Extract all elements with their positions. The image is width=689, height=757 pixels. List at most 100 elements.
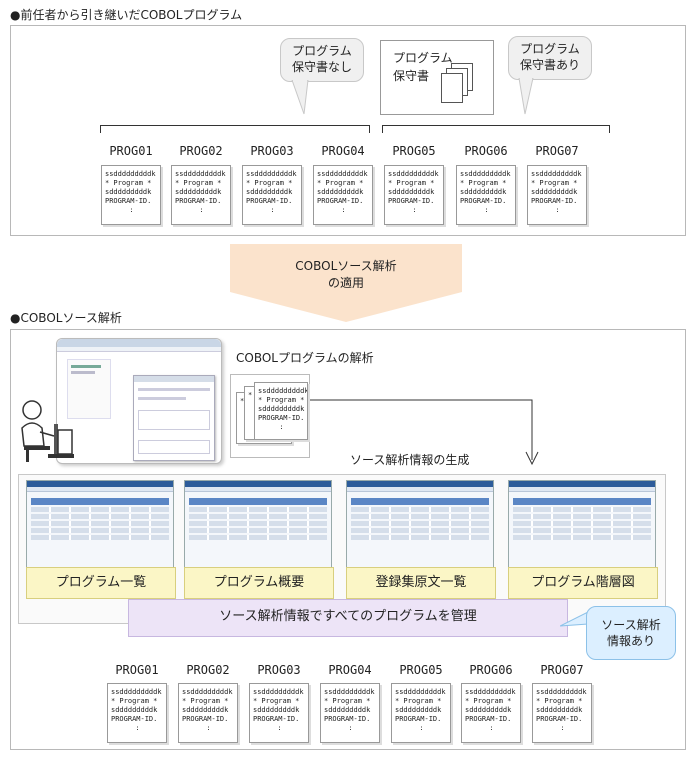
doc-line: ssdddddddddk — [175, 170, 226, 178]
program-label: PROG03 — [250, 144, 294, 158]
doc-line: sdddddddddk — [317, 188, 364, 196]
bracket-with-doc — [382, 125, 610, 133]
program-label: PROG02 — [179, 144, 223, 158]
doc-line: PROGRAM-ID. — [388, 197, 435, 205]
doc-line: sdddddddddk — [465, 706, 512, 714]
doc-line: PROGRAM-ID. — [395, 715, 442, 723]
doc-line: ssdddddddddk — [246, 170, 297, 178]
maintenance-doc-box: プログラム 保守書 — [380, 40, 494, 115]
doc-line: ssdddddddddk — [253, 688, 304, 696]
doc-line: ssdddddddddk — [317, 170, 368, 178]
doc-line: PROGRAM-ID. — [182, 715, 229, 723]
bubble-info-line2: 情報あり — [606, 634, 655, 648]
program-label: PROG07 — [540, 663, 584, 677]
doc-line: * Program * — [395, 697, 442, 705]
doc-line: * Program * — [175, 179, 222, 187]
bubble-with-maintenance-doc: プログラム 保守書あり — [508, 36, 592, 80]
doc-line: PROGRAM-ID. — [536, 715, 583, 723]
program-label: PROG01 — [115, 663, 159, 677]
doc-line: * Program * — [531, 179, 578, 187]
program-label: PROG05 — [399, 663, 443, 677]
bubble-with-doc-tail — [518, 78, 534, 115]
doc-line: ssdddddddddk — [395, 688, 446, 696]
program-label: PROG01 — [109, 144, 153, 158]
doc-line: PROGRAM-ID. — [465, 715, 512, 723]
screen-label: プログラム一覧 — [26, 567, 176, 599]
doc-line: ssdddddddddk — [388, 170, 439, 178]
doc-line: : — [348, 724, 353, 732]
doc-line: sdddddddddk — [395, 706, 442, 714]
doc-line: sdddddddddk — [246, 188, 293, 196]
doc-line: : — [489, 724, 494, 732]
doc-line: sdddddddddk — [111, 706, 158, 714]
bubble-with-doc-line1: プログラム — [520, 42, 580, 56]
generate-connector-arrow — [310, 399, 539, 466]
apply-arrow-line1: COBOLソース解析 — [295, 259, 397, 273]
doc-line: : — [412, 206, 417, 214]
analysis-tool-window — [56, 338, 222, 464]
doc-line: * Program * — [317, 179, 364, 187]
program-label: PROG07 — [535, 144, 579, 158]
doc-line: * Program * — [536, 697, 583, 705]
doc-line: * Program * — [258, 396, 305, 404]
manage-all-programs-band: ソース解析情報ですべてのプログラムを管理 — [128, 599, 568, 637]
doc-line: ssdddddddddk — [465, 688, 516, 696]
doc-line: : — [129, 206, 134, 214]
doc-line: PROGRAM-ID. — [460, 197, 507, 205]
doc-line: : — [341, 206, 346, 214]
doc-line: sdddddddddk — [388, 188, 435, 196]
doc-line: ssdddddddddk — [460, 170, 511, 178]
maintenance-doc-line1: プログラム — [393, 51, 453, 65]
doc-line: ssdddddddddk — [258, 387, 308, 395]
doc-line: * Program * — [253, 697, 300, 705]
doc-line: : — [270, 206, 275, 214]
doc-line: PROGRAM-ID. — [111, 715, 158, 723]
generate-info-label: ソース解析情報の生成 — [350, 453, 470, 467]
program-label: PROG03 — [257, 663, 301, 677]
doc-line: PROGRAM-ID. — [317, 197, 364, 205]
bubble-no-doc-line1: プログラム — [292, 44, 352, 58]
doc-line: * Program * — [182, 697, 229, 705]
doc-line: * Program * — [324, 697, 371, 705]
doc-line: * Program * — [465, 697, 512, 705]
cobol-analysis-label: COBOLプログラムの解析 — [236, 351, 374, 365]
screen-label: プログラム概要 — [184, 567, 334, 599]
doc-line: : — [560, 724, 565, 732]
program-label: PROG02 — [186, 663, 230, 677]
analysis-dialog — [133, 375, 215, 461]
screen-thumbnail — [26, 480, 174, 598]
doc-line: * Program * — [111, 697, 158, 705]
user-at-computer-icon — [21, 400, 74, 462]
doc-line: sdddddddddk — [182, 706, 229, 714]
bracket-no-doc — [100, 125, 370, 133]
doc-line: sdddddddddk — [324, 706, 371, 714]
doc-line: ssdddddddddk — [105, 170, 156, 178]
doc-line: PROGRAM-ID. — [531, 197, 578, 205]
doc-line: sdddddddddk — [536, 706, 583, 714]
doc-line: sdddddddddk — [258, 405, 305, 413]
screen-label: 登録集原文一覧 — [346, 567, 496, 599]
bubble-no-maintenance-doc: プログラム 保守書なし — [280, 38, 364, 82]
doc-line: ssdddddddddk — [324, 688, 375, 696]
doc-line: ssdddddddddk — [531, 170, 582, 178]
doc-line: ssdddddddddk — [182, 688, 233, 696]
section2-title: ●COBOLソース解析 — [10, 311, 122, 325]
screen-label: プログラム階層図 — [508, 567, 658, 599]
doc-line: sdddddddddk — [460, 188, 507, 196]
bubble-no-doc-tail — [291, 80, 309, 115]
doc-line: * Program * — [105, 179, 152, 187]
section1-title: ●前任者から引き継いだCOBOLプログラム — [10, 8, 243, 22]
doc-line: sdddddddddk — [253, 706, 300, 714]
doc-line: PROGRAM-ID. — [246, 197, 293, 205]
